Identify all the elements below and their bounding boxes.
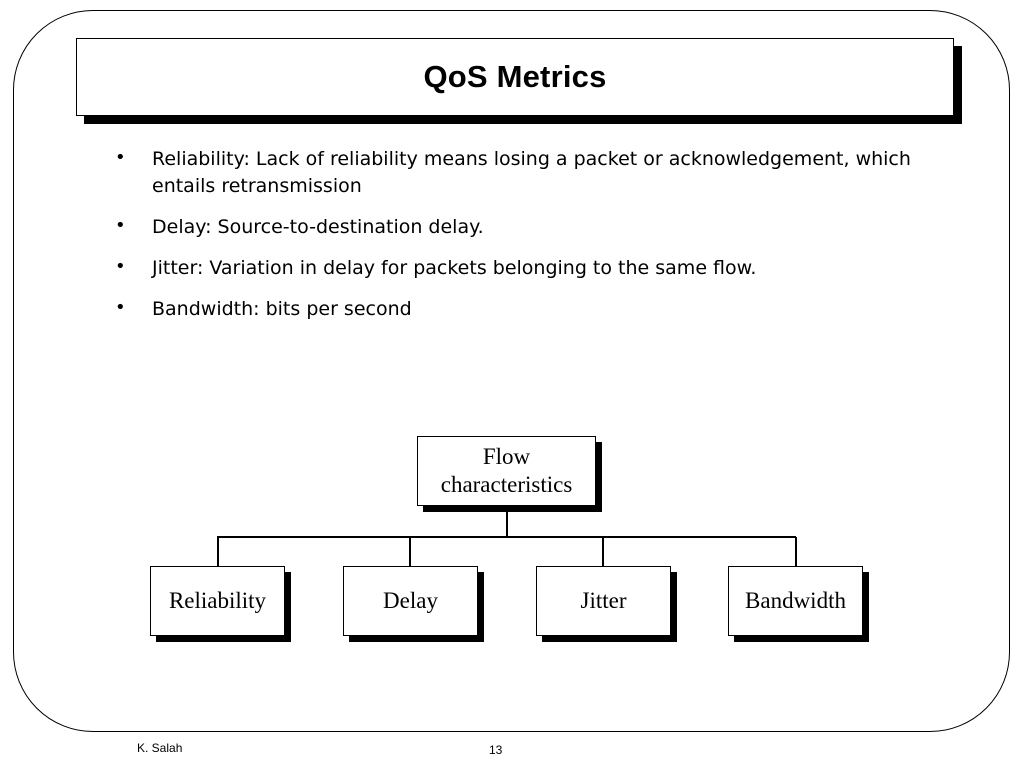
bullet-item-delay: • Delay: Source-to-destination delay. <box>110 214 940 241</box>
bullet-dot: • <box>115 256 126 277</box>
slide-frame <box>13 10 1010 732</box>
bullet-item-reliability: • Reliability: Lack of reliability means… <box>110 146 940 200</box>
flow-characteristics-node: Flow characteristics <box>417 436 596 506</box>
delay-node: Delay <box>343 566 478 636</box>
footer-author: K. Salah <box>137 741 183 755</box>
bullet-text: Delay: Source-to-destination delay. <box>152 216 484 238</box>
bandwidth-node: Bandwidth <box>728 566 863 636</box>
bullet-item-bandwidth: • Bandwidth: bits per second <box>110 296 940 323</box>
bullet-text: Reliability: Lack of reliability means l… <box>152 148 911 197</box>
page-number: 13 <box>489 743 503 757</box>
bullet-dot: • <box>115 215 126 236</box>
slide-title: QoS Metrics <box>423 59 607 94</box>
bullet-item-jitter: • Jitter: Variation in delay for packets… <box>110 255 940 282</box>
jitter-node: Jitter <box>536 566 671 636</box>
bullet-dot: • <box>115 147 126 168</box>
bullet-text: Jitter: Variation in delay for packets b… <box>152 257 757 279</box>
bullet-text: Bandwidth: bits per second <box>152 298 412 320</box>
title-box: QoS Metrics <box>76 38 954 116</box>
bullet-list: • Reliability: Lack of reliability means… <box>110 146 940 337</box>
reliability-node: Reliability <box>150 566 285 636</box>
bullet-dot: • <box>115 297 126 318</box>
